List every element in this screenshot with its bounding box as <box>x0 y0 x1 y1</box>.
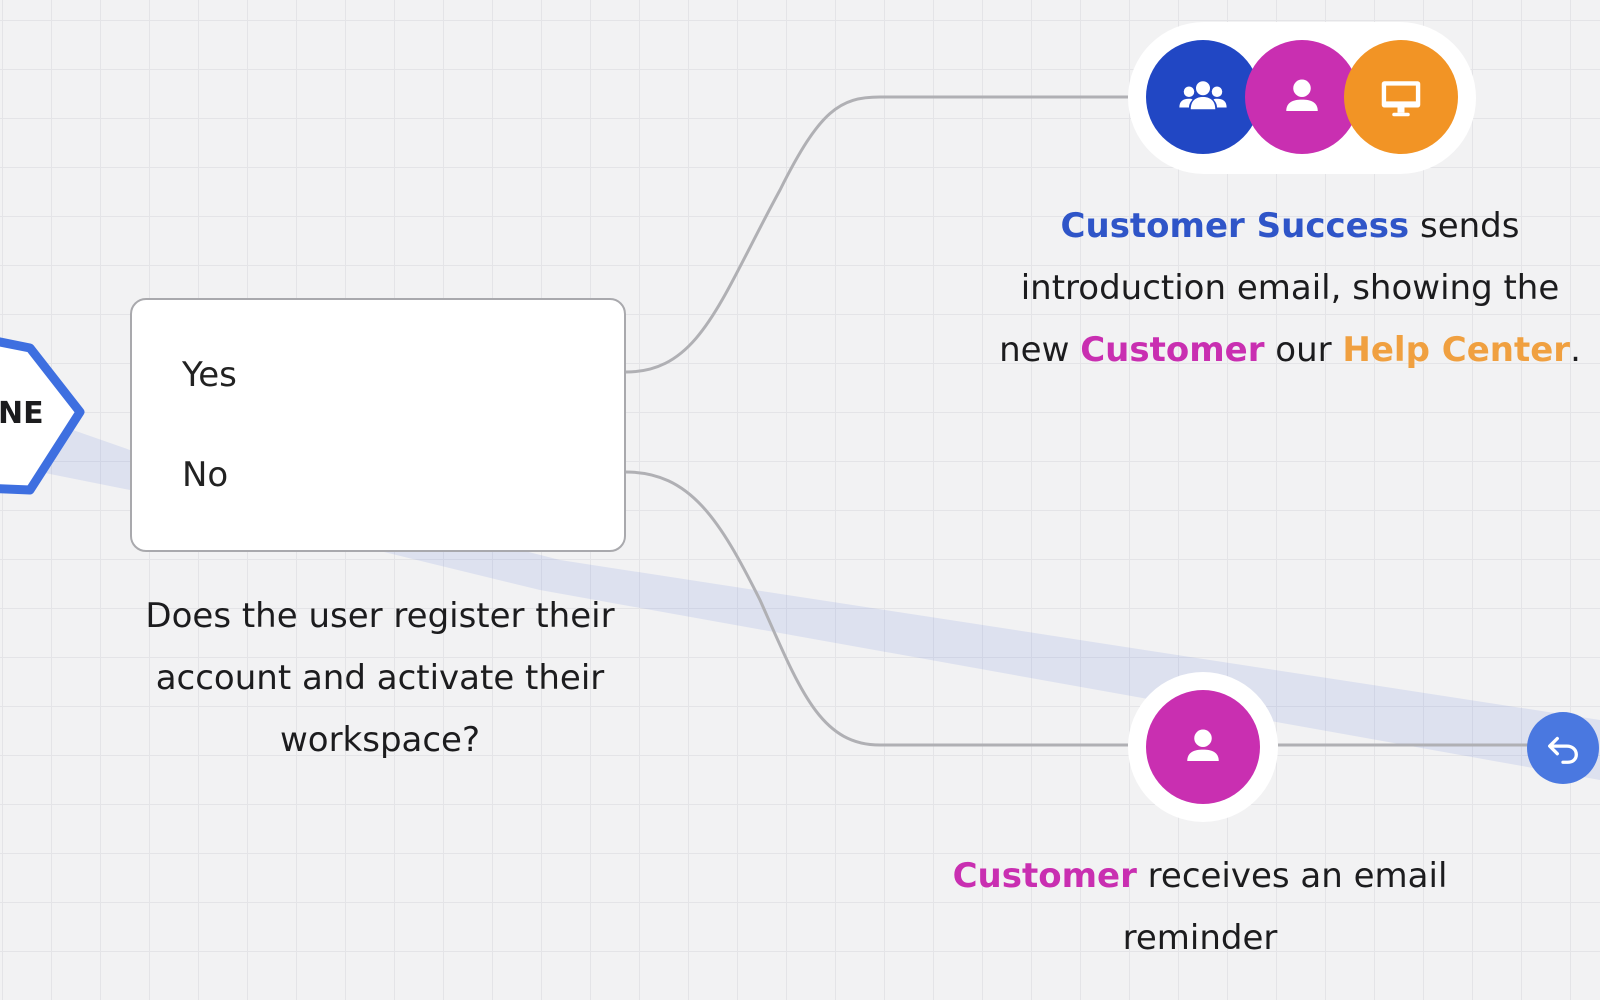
no-branch-caption: Customer receives an email reminder <box>905 845 1495 969</box>
caption-text: . <box>1570 330 1581 370</box>
option-yes[interactable]: Yes <box>182 355 237 395</box>
caption-text: receives an email reminder <box>1122 856 1448 958</box>
customer-success-avatar[interactable] <box>1146 40 1260 154</box>
team-icon <box>1179 81 1227 110</box>
role-customer: Customer <box>1080 330 1265 370</box>
help-center-avatar[interactable] <box>1344 40 1458 154</box>
caption-text: sends introduction email, showing the ne… <box>999 206 1560 370</box>
customer-avatar[interactable] <box>1245 40 1359 154</box>
caption-text: our <box>1264 330 1343 370</box>
loop-back-button[interactable] <box>1527 712 1599 784</box>
role-avatar-group[interactable] <box>1128 22 1476 174</box>
monitor-icon <box>1381 81 1421 117</box>
option-no[interactable]: No <box>182 455 229 495</box>
decision-question: Does the user register their account and… <box>145 596 615 760</box>
role-customer: Customer <box>952 856 1137 896</box>
start-node-label: NE <box>0 396 44 431</box>
customer-avatar[interactable] <box>1146 690 1260 804</box>
role-help-center: Help Center <box>1342 330 1571 370</box>
person-icon <box>1286 79 1318 111</box>
undo-arrow-icon <box>1548 736 1578 764</box>
role-customer-success: Customer Success <box>1060 206 1410 246</box>
reminder-avatar-holder[interactable] <box>1128 672 1278 822</box>
decision-box[interactable]: Yes No <box>130 298 626 552</box>
start-node[interactable] <box>0 337 85 495</box>
person-icon <box>1187 729 1219 761</box>
no-connector <box>625 470 1128 747</box>
yes-connector <box>625 95 1128 374</box>
yes-branch-caption: Customer Success sends introduction emai… <box>990 195 1590 381</box>
